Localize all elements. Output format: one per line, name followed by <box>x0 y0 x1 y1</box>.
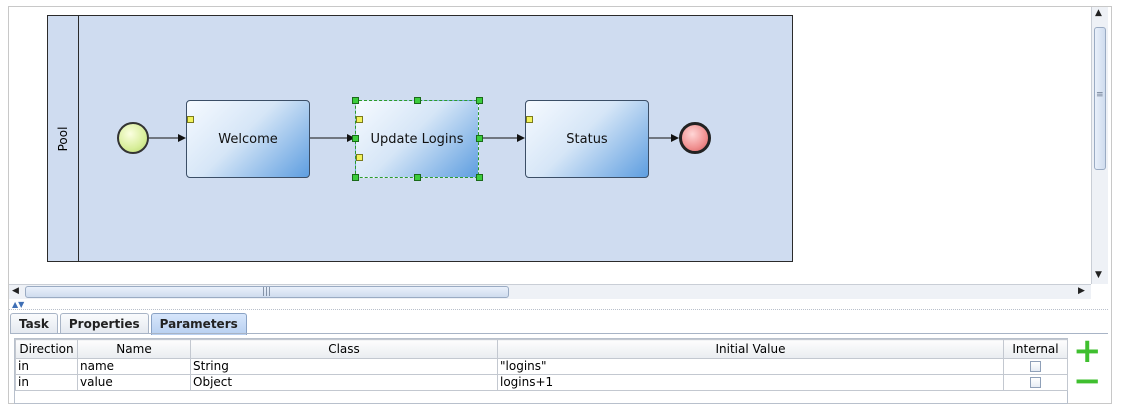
tab-divider <box>10 333 1108 334</box>
resize-handle-nw[interactable] <box>352 97 359 104</box>
task-update-logins-port-1[interactable] <box>356 116 363 123</box>
column-header-internal[interactable]: Internal <box>1003 339 1068 359</box>
cell-direction[interactable]: in <box>15 358 78 375</box>
cell-class[interactable]: Object <box>190 374 498 391</box>
remove-parameter-button[interactable]: − <box>1073 361 1102 401</box>
internal-checkbox[interactable] <box>1030 377 1041 388</box>
task-status-label: Status <box>566 131 608 147</box>
column-header-name[interactable]: Name <box>77 339 191 359</box>
scroll-left-arrow-icon[interactable]: ◀ <box>12 286 19 296</box>
internal-checkbox[interactable] <box>1030 361 1041 372</box>
task-welcome-label: Welcome <box>218 131 278 147</box>
scroll-right-arrow-icon[interactable]: ▶ <box>1078 286 1085 296</box>
cell-direction[interactable]: in <box>15 374 78 391</box>
resize-handle-sw[interactable] <box>352 174 359 181</box>
cell-name[interactable]: value <box>77 374 191 391</box>
end-event[interactable] <box>679 122 711 154</box>
resize-handle-s[interactable] <box>414 174 421 181</box>
resize-handle-se[interactable] <box>476 174 483 181</box>
cell-initial-value[interactable]: logins+1 <box>497 374 1004 391</box>
parameters-table: Direction Name Class Initial Value Inter… <box>14 338 1068 404</box>
horizontal-scrollbar[interactable]: ◀ ||| ▶ <box>9 284 1091 299</box>
cell-internal <box>1003 358 1068 375</box>
split-pane-divider[interactable]: ▲▼ <box>9 300 1108 310</box>
split-collapse-arrows-icon[interactable]: ▲▼ <box>12 300 25 309</box>
pool-header[interactable]: Pool <box>48 16 79 261</box>
start-event[interactable] <box>117 122 149 154</box>
tab-properties[interactable]: Properties <box>59 313 149 334</box>
vertical-scroll-thumb[interactable]: ≡ <box>1094 27 1106 170</box>
task-status-port[interactable] <box>526 116 533 123</box>
properties-tabs: Task Properties Parameters <box>10 313 249 335</box>
resize-handle-e[interactable] <box>476 135 483 142</box>
task-update-logins-label: Update Logins <box>370 131 464 147</box>
task-welcome-port[interactable] <box>187 116 194 123</box>
vertical-scrollbar[interactable]: ▲ ≡ ▼ <box>1091 7 1108 284</box>
cell-class[interactable]: String <box>190 358 498 375</box>
scroll-up-arrow-icon[interactable]: ▲ <box>1095 8 1102 18</box>
table-row[interactable]: in value Object logins+1 <box>15 374 1068 391</box>
cell-internal <box>1003 374 1068 391</box>
task-update-logins[interactable]: Update Logins <box>355 100 479 178</box>
diagram-canvas[interactable]: Pool Welcome Update Logins Status <box>9 7 1090 284</box>
resize-handle-n[interactable] <box>414 97 421 104</box>
column-header-initial-value[interactable]: Initial Value <box>497 339 1004 359</box>
cell-initial-value[interactable]: "logins" <box>497 358 1004 375</box>
tab-task[interactable]: Task <box>10 313 58 334</box>
horizontal-scroll-thumb[interactable]: ||| <box>25 286 509 298</box>
cell-name[interactable]: name <box>77 358 191 375</box>
table-header-row: Direction Name Class Initial Value Inter… <box>15 339 1068 359</box>
add-parameter-button[interactable]: + <box>1073 331 1102 371</box>
column-header-class[interactable]: Class <box>190 339 498 359</box>
scroll-down-arrow-icon[interactable]: ▼ <box>1095 270 1102 280</box>
task-welcome[interactable]: Welcome <box>186 100 310 178</box>
tab-parameters[interactable]: Parameters <box>150 313 247 335</box>
column-header-direction[interactable]: Direction <box>15 339 78 359</box>
task-status[interactable]: Status <box>525 100 649 178</box>
resize-handle-w[interactable] <box>352 135 359 142</box>
grip-icon: ||| <box>262 287 272 297</box>
grip-icon: ≡ <box>1096 90 1104 100</box>
resize-handle-ne[interactable] <box>476 97 483 104</box>
task-update-logins-port-2[interactable] <box>356 154 363 161</box>
sequence-flows <box>149 134 679 142</box>
table-row[interactable]: in name String "logins" <box>15 358 1068 375</box>
